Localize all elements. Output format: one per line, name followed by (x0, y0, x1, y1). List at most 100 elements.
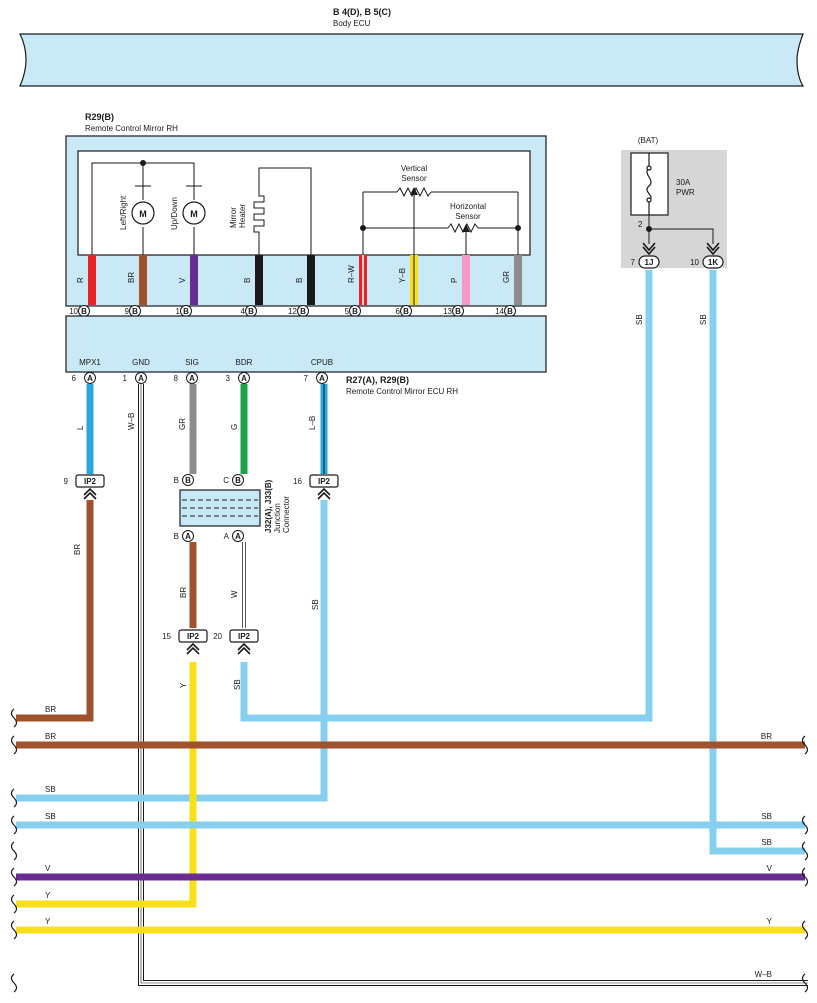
wire-sb-1k (709, 270, 805, 855)
bus-label-left: Y (45, 917, 51, 926)
bus-end-icon (801, 867, 809, 887)
bus-end-icon (801, 920, 809, 940)
pin-connector-icon (84, 372, 96, 384)
pin-connector-icon (186, 372, 198, 384)
wire-rmvr (190, 255, 198, 305)
svg-text:M: M (139, 209, 147, 219)
pin-name: CPUB (311, 358, 333, 367)
pin-connector-letter: B (352, 307, 358, 316)
connector-number: 15 (162, 632, 171, 641)
wire-re1 (514, 255, 522, 305)
connector-arrow-icon (186, 642, 200, 655)
connector-name: IP2 (238, 632, 251, 641)
fuse-name: PWR (676, 188, 695, 197)
pin-number: 8 (174, 374, 179, 383)
wire-color-code: W–B (127, 413, 136, 430)
connector-arrow-icon (237, 642, 251, 655)
bus-end-icon (10, 708, 18, 728)
wire-color-code: L (76, 425, 85, 430)
pin-connector-letter: B (183, 307, 189, 316)
wire-color-code: B (243, 278, 252, 283)
pin-connector-letter: B (248, 307, 254, 316)
body-ecu-block (19, 33, 805, 87)
pin-connector-letter: B (455, 307, 461, 316)
connector-box (702, 255, 724, 269)
pin-connector-letter: B (81, 307, 87, 316)
pin-number: 6 (396, 307, 401, 316)
connector-arrow-icon (83, 487, 97, 500)
fuse-terminal: 2 (638, 220, 643, 229)
connector-box (229, 629, 259, 643)
pin-name: GND (132, 358, 150, 367)
bus-label-left: Y (45, 891, 51, 900)
pin-connector-letter: A (241, 374, 247, 383)
junction-pin-letter: B (174, 532, 179, 541)
bus-end-icon (10, 788, 18, 808)
wire-gnd-center (140, 384, 808, 984)
junction-pin-letter: B (174, 476, 179, 485)
junction-pin-letter: C (223, 476, 229, 485)
wire-label: Y (179, 682, 188, 688)
bus-label-left: BR (45, 732, 56, 741)
wire-label: SB (233, 679, 242, 690)
pin-number: 9 (125, 307, 130, 316)
bus-label-left: SB (45, 812, 56, 821)
wire-color-code: L–B (308, 416, 317, 430)
wire-color-code: BR (127, 272, 136, 283)
pin-connector-icon (135, 372, 147, 384)
connector-number: 20 (213, 632, 222, 641)
junction-dashes (182, 499, 258, 517)
body-ecu-connectors: B 4(D), B 5(C) (333, 7, 391, 17)
svg-text:M: M (190, 209, 198, 219)
wire-br-ip2-9 (16, 500, 94, 722)
fuse-arrow-icon-1j (642, 242, 656, 256)
pin-connector-letter: A (138, 374, 144, 383)
pin-number: 12 (288, 307, 297, 316)
pin-name: BDR (236, 358, 253, 367)
wire-label: SB (311, 599, 320, 610)
sensor-circuit (360, 186, 521, 255)
pin-number: 10 (69, 307, 78, 316)
pin-number: 1 (176, 307, 181, 316)
wire-color-code: GR (178, 418, 187, 430)
connector-name: IP2 (84, 477, 97, 486)
wire-label: W (230, 590, 239, 598)
junction-pin-icon (232, 474, 244, 486)
bus-label-left: V (45, 864, 51, 873)
wire-rmhr (139, 255, 147, 305)
ecu-ref: R27(A), R29(B) (346, 375, 409, 385)
pin-number: 5 (345, 307, 350, 316)
pin-number: 13 (443, 307, 452, 316)
pin-connector-icon (238, 372, 250, 384)
bus-end-icon (10, 920, 18, 940)
motors (91, 160, 202, 255)
bus-end-icon (10, 973, 18, 993)
wire-y-ip2-15 (16, 662, 197, 908)
wire-hssr (462, 255, 470, 305)
pin-number: 1 (123, 374, 128, 383)
pin-connector-letter: A (319, 374, 325, 383)
junction-pin-icon (182, 530, 194, 542)
wire-sb-1j (240, 270, 653, 722)
bus-end-icon (801, 735, 809, 755)
wire-htr– (307, 255, 315, 305)
pin-connector-letter: A (87, 374, 93, 383)
wire-color-code: P (450, 278, 459, 283)
heater-icon (253, 167, 312, 255)
vertical-sensor-label-2: Sensor (401, 174, 427, 183)
mirror-heater-label-1: Mirror (229, 207, 238, 228)
wire-rm+r (88, 255, 96, 305)
bus-label-right: SB (761, 812, 772, 821)
mirror-ref: R29(B) (85, 112, 114, 122)
bus-label-right: W–B (755, 970, 772, 979)
connector-arrow-icon (317, 487, 331, 500)
body-ecu-name: Body ECU (333, 19, 371, 28)
junction-pin-letter: A (224, 532, 230, 541)
fuse-split (646, 215, 714, 244)
pin-number: 6 (72, 374, 77, 383)
wire-color-code: GR (502, 271, 511, 283)
mirror-heater-label-2: Heater (238, 204, 247, 228)
connector-number: 7 (631, 258, 636, 267)
